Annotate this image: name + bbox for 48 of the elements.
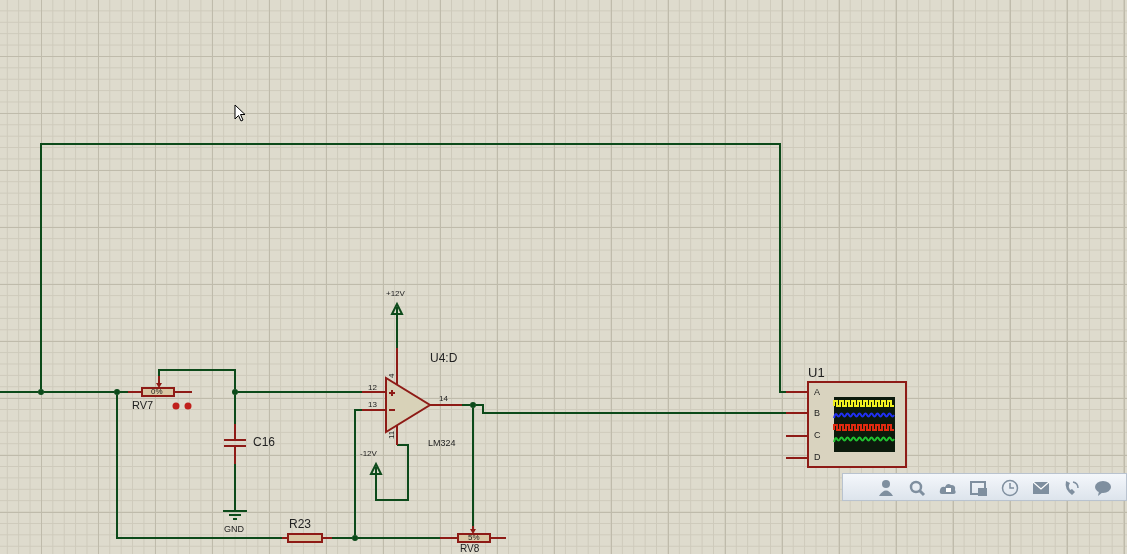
resistor-symbol [282,518,332,544]
pin-number: 11 [388,430,396,439]
wire [331,537,353,539]
wire [237,391,363,393]
net-label: GND [224,525,244,534]
wire [43,391,115,393]
pin-number: 13 [368,401,377,409]
value-label: 0% [151,388,163,396]
junction-dot [232,389,238,395]
wire [375,444,409,501]
junction-dot [352,535,358,541]
channel-label: B [814,409,820,418]
wire [472,407,474,527]
wire [234,394,236,425]
wire [396,319,398,349]
wire [357,537,441,539]
pin-number: 4 [388,373,396,378]
wire [0,391,39,393]
component-label: C16 [253,436,275,448]
junction-dot [470,402,476,408]
op-amp-symbol [362,348,462,445]
junction-dot [38,389,44,395]
pin-number: 12 [368,384,377,392]
component-label: RV8 [460,544,480,554]
potentiometer-symbol [128,376,194,398]
net-label: -12V [360,450,377,458]
net-label: +12V [386,290,405,298]
wire [354,409,363,536]
channel-label: A [814,388,820,397]
oscilloscope-symbol [786,366,908,468]
potentiometer-symbol [440,526,508,542]
channel-label: D [814,453,821,462]
channel-label: C [814,431,821,440]
wire [234,463,236,506]
wire [119,391,129,393]
wire [158,369,236,390]
component-label: U1 [808,366,825,379]
part-number-label: LM324 [428,439,456,448]
value-label: 5% [468,534,480,542]
pin-number: 14 [439,395,448,403]
wire [40,143,787,393]
wire [461,404,471,406]
component-label: RV7 [132,400,154,411]
component-label: U4:D [430,352,458,364]
wire [116,394,283,539]
wire [475,404,787,414]
component-label: R23 [289,518,311,530]
junction-dot [114,389,120,395]
